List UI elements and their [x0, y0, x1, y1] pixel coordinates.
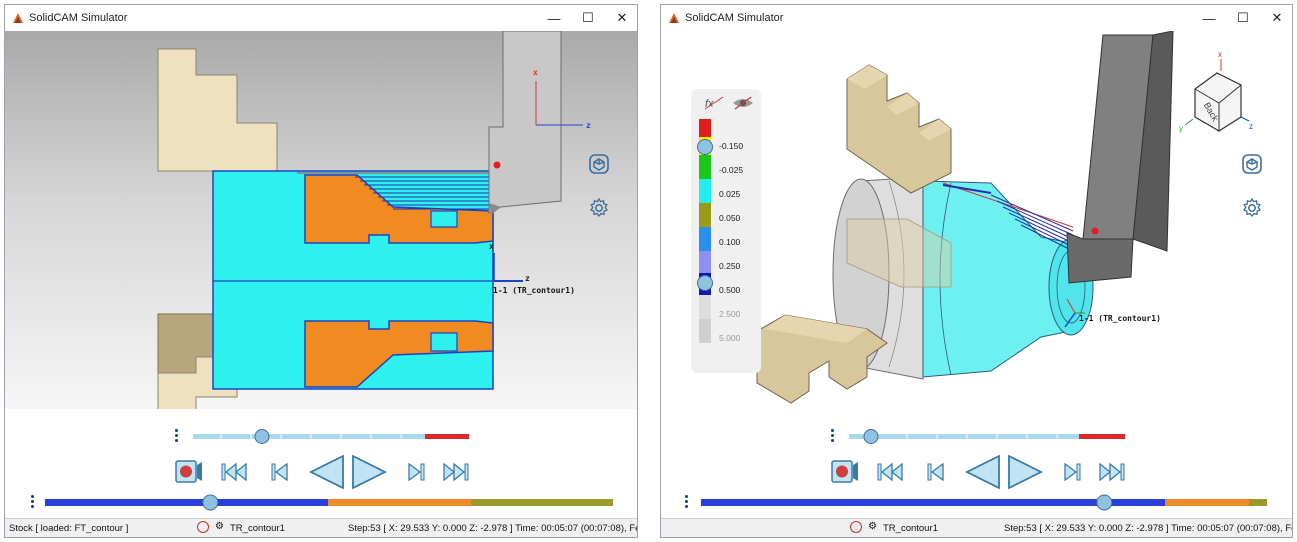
- tool-tip-marker: [493, 161, 501, 169]
- skip-to-start-button[interactable]: [877, 462, 903, 482]
- legend-label: -0.025: [719, 165, 744, 175]
- origin-label: 1-1 (TR_contour1): [493, 286, 575, 295]
- deviation-legend: fx -0.150 -0.025 0.025 0.050 0.100 0.250…: [691, 89, 761, 373]
- settings-gear-icon[interactable]: [1241, 197, 1263, 219]
- progress-thumb[interactable]: [1096, 494, 1113, 511]
- hidden-jaw-ghost: [846, 218, 952, 288]
- step-slider-thumb[interactable]: [863, 429, 879, 444]
- play-forward-button[interactable]: [1007, 455, 1043, 489]
- stop-icon[interactable]: [850, 521, 862, 533]
- step-forward-button[interactable]: [1063, 462, 1081, 482]
- skip-to-end-button[interactable]: [1099, 462, 1125, 482]
- groove-lower: [430, 332, 458, 352]
- skip-to-start-button[interactable]: [221, 462, 247, 482]
- svg-text:fx: fx: [705, 98, 714, 110]
- progress-bar-menu-icon[interactable]: [31, 495, 35, 510]
- tool-insert: [489, 203, 501, 215]
- status-bar: ⚙ TR_contour1 Step:53 [ X: 29.533 Y: 0.0…: [661, 518, 1292, 537]
- operation-name: TR_contour1: [230, 523, 285, 534]
- maximize-button[interactable]: ☐: [1237, 10, 1249, 25]
- operation-tool-icon: ⚙: [868, 521, 877, 532]
- step-back-button[interactable]: [927, 462, 945, 482]
- fx-icon[interactable]: fx: [703, 95, 727, 111]
- minimize-button[interactable]: —: [547, 10, 561, 26]
- solidcam-app-icon: [13, 13, 23, 23]
- step-status: Step:53 [ X: 29.533 Y: 0.000 Z: -2.978 ]…: [1004, 523, 1293, 534]
- cube-axis-z-label: z: [1249, 122, 1253, 131]
- legend-label: 0.500: [719, 285, 741, 295]
- settings-gear-icon[interactable]: [588, 197, 610, 219]
- origin-axis: 1-1 (TR_contour1): [1064, 298, 1161, 328]
- legend-label: 0.050: [719, 213, 741, 223]
- origin-axis-z-label: z: [525, 274, 530, 283]
- legend-upper-thumb[interactable]: [697, 139, 713, 155]
- legend-label: 0.025: [719, 189, 741, 199]
- step-slider-thumb[interactable]: [254, 429, 270, 444]
- playback-controls: [5, 409, 637, 519]
- operation-progress-bar[interactable]: [45, 493, 615, 513]
- title-bar: SolidCAM Simulator — ☐ ✕: [5, 5, 637, 31]
- simulation-viewport-2d[interactable]: x z x z 1-1 (TR_contour1): [5, 31, 637, 409]
- cube-axis-y-label: y: [1179, 124, 1183, 133]
- stock-status: Stock [ loaded: FT_contour ]: [9, 523, 129, 534]
- cube-axis-x-label: x: [1218, 50, 1222, 59]
- window-title: SolidCAM Simulator: [29, 12, 128, 24]
- step-slider[interactable]: [191, 427, 471, 447]
- close-button[interactable]: ✕: [616, 10, 628, 25]
- axis-x-label: x: [533, 68, 538, 77]
- simulation-viewport-3d[interactable]: 1-1 (TR_contour1) Back x y z fx: [661, 31, 1292, 409]
- eye-icon[interactable]: [731, 95, 755, 111]
- tool-tip-marker: [1091, 227, 1099, 235]
- record-button[interactable]: [175, 459, 203, 485]
- window-title: SolidCAM Simulator: [685, 12, 784, 24]
- view-cube-icon[interactable]: [1241, 153, 1263, 175]
- origin-axis: x z 1-1 (TR_contour1): [489, 242, 575, 295]
- status-bar: Stock [ loaded: FT_contour ] ⚙ TR_contou…: [5, 518, 637, 537]
- playback-controls: [661, 409, 1292, 519]
- turning-tool-holder: [488, 31, 562, 214]
- operation-name: TR_contour1: [883, 523, 938, 534]
- toolpath-lines: [942, 182, 1074, 252]
- upper-chuck-jaw: [157, 48, 278, 172]
- legend-label: 5.000: [719, 333, 741, 343]
- view-cube-icon[interactable]: [588, 153, 610, 175]
- minimize-button[interactable]: —: [1202, 10, 1216, 26]
- record-button[interactable]: [831, 459, 859, 485]
- play-reverse-button[interactable]: [309, 455, 345, 489]
- axis-z-label: z: [586, 121, 591, 130]
- step-forward-button[interactable]: [407, 462, 425, 482]
- maximize-button[interactable]: ☐: [582, 10, 594, 25]
- title-bar: SolidCAM Simulator — ☐ ✕: [661, 5, 1292, 31]
- legend-label: 2.500: [719, 309, 741, 319]
- progress-bar-menu-icon[interactable]: [685, 495, 689, 510]
- simulator-window-right: SolidCAM Simulator — ☐ ✕: [660, 4, 1293, 538]
- step-status: Step:53 [ X: 29.533 Y: 0.000 Z: -2.978 ]…: [348, 523, 638, 534]
- play-forward-button[interactable]: [351, 455, 387, 489]
- legend-label: -0.150: [719, 141, 744, 151]
- groove-upper: [430, 210, 458, 228]
- legend-label: 0.100: [719, 237, 741, 247]
- play-reverse-button[interactable]: [965, 455, 1001, 489]
- skip-to-end-button[interactable]: [443, 462, 469, 482]
- step-slider-menu-icon[interactable]: [175, 429, 179, 444]
- stop-icon[interactable]: [197, 521, 209, 533]
- close-button[interactable]: ✕: [1271, 10, 1283, 25]
- view-axis-gizmo: x z: [533, 68, 591, 130]
- simulator-window-left: SolidCAM Simulator — ☐ ✕: [4, 4, 638, 538]
- toolpath-lines: [297, 172, 491, 210]
- legend-label: 0.250: [719, 261, 741, 271]
- view-cube[interactable]: Back x y z: [1179, 50, 1253, 133]
- operation-progress-bar[interactable]: [701, 493, 1269, 513]
- step-back-button[interactable]: [271, 462, 289, 482]
- step-slider[interactable]: [847, 427, 1127, 447]
- legend-lower-thumb[interactable]: [697, 275, 713, 291]
- origin-label: 1-1 (TR_contour1): [1079, 314, 1161, 323]
- origin-axis-x-label: x: [489, 242, 494, 251]
- solidcam-app-icon: [669, 13, 679, 23]
- progress-thumb[interactable]: [202, 494, 219, 511]
- operation-tool-icon: ⚙: [215, 521, 224, 532]
- step-slider-menu-icon[interactable]: [831, 429, 835, 444]
